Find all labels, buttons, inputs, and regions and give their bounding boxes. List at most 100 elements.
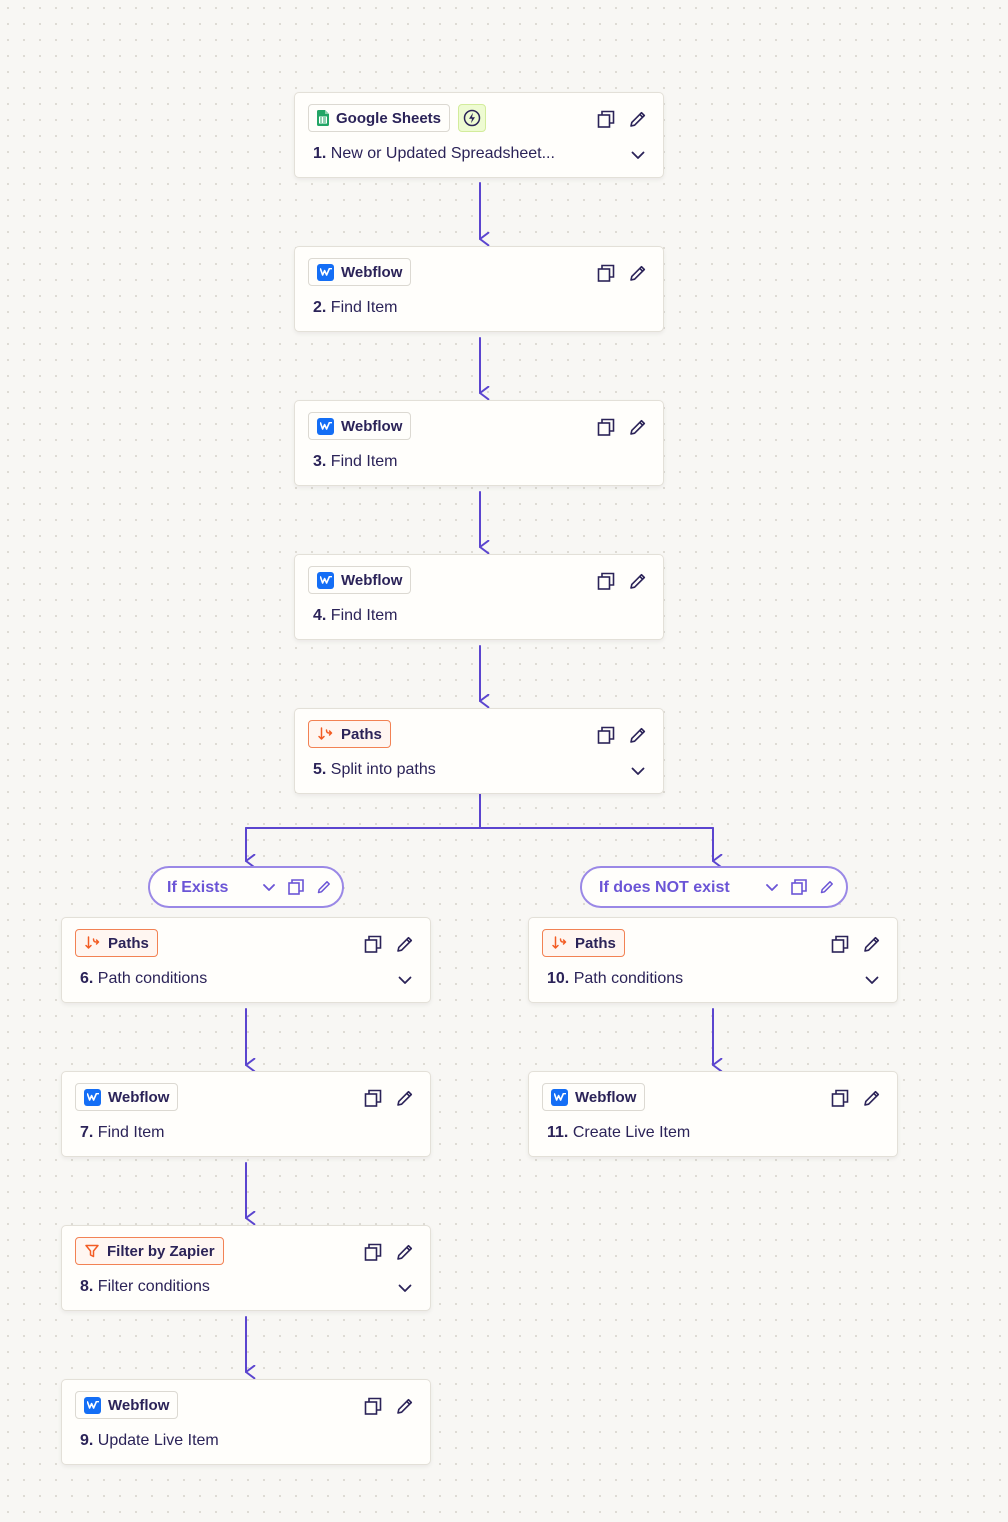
copy-icon[interactable] — [829, 1087, 851, 1109]
copy-icon[interactable] — [287, 878, 305, 896]
copy-icon[interactable] — [595, 262, 617, 284]
step-action: Path conditions — [97, 970, 208, 987]
step-title: 9. Update Live Item — [80, 1432, 219, 1450]
chevron-down-icon[interactable] — [627, 144, 649, 166]
step-action: Find Item — [330, 607, 398, 624]
pencil-icon[interactable] — [627, 262, 649, 284]
pencil-icon[interactable] — [627, 416, 649, 438]
pencil-icon[interactable] — [861, 933, 883, 955]
app-chip[interactable]: Paths — [75, 929, 158, 957]
step-title: 1. New or Updated Spreadsheet... — [313, 145, 555, 163]
app-chip[interactable]: Webflow — [75, 1083, 179, 1111]
copy-icon[interactable] — [829, 933, 851, 955]
branch-if-exists[interactable]: If Exists — [148, 866, 344, 908]
step-number: 8. — [80, 1278, 94, 1295]
app-chip[interactable]: Webflow — [75, 1391, 179, 1419]
pencil-icon[interactable] — [627, 724, 649, 746]
step-action: Filter conditions — [97, 1278, 210, 1295]
pencil-icon[interactable] — [627, 570, 649, 592]
app-name: Webflow — [108, 1088, 170, 1106]
bolt-icon[interactable] — [458, 104, 486, 132]
step-title: 10. Path conditions — [547, 970, 683, 988]
pencil-icon[interactable] — [818, 878, 836, 896]
step-title: 11. Create Live Item — [547, 1124, 690, 1142]
step-card-2[interactable]: Webflow 2. Find Item — [294, 246, 664, 332]
step-number: 3. — [313, 453, 327, 470]
step-number: 9. — [80, 1432, 94, 1449]
app-chip[interactable]: Google Sheets — [308, 104, 451, 132]
step-card-1[interactable]: Google Sheets 1. New or Updated Spreadshe… — [294, 92, 664, 178]
step-card-4[interactable]: Webflow 4. Find Item — [294, 554, 664, 640]
copy-icon[interactable] — [595, 724, 617, 746]
app-name: Webflow — [575, 1088, 637, 1106]
app-name: Google Sheets — [336, 109, 442, 127]
chevron-down-icon[interactable] — [861, 969, 883, 991]
paths-icon — [551, 935, 568, 951]
copy-icon[interactable] — [362, 1087, 384, 1109]
copy-icon[interactable] — [362, 1241, 384, 1263]
step-card-9[interactable]: Webflow 9. Update Live Item — [61, 1379, 431, 1465]
app-chip[interactable]: Filter by Zapier — [75, 1237, 224, 1265]
branch-if-not-exist[interactable]: If does NOT exist — [580, 866, 848, 908]
pencil-icon[interactable] — [394, 1395, 416, 1417]
webflow-icon — [317, 417, 334, 435]
webflow-icon — [551, 1088, 568, 1106]
copy-icon[interactable] — [362, 1395, 384, 1417]
step-number: 6. — [80, 970, 94, 987]
step-number: 7. — [80, 1124, 94, 1141]
pencil-icon[interactable] — [394, 1241, 416, 1263]
chevron-down-icon[interactable] — [627, 760, 649, 782]
chevron-down-icon[interactable] — [394, 1277, 416, 1299]
step-card-6[interactable]: Paths 6. Path conditions — [61, 917, 431, 1003]
step-card-5[interactable]: Paths 5. Split into paths — [294, 708, 664, 794]
step-action: Split into paths — [330, 761, 436, 778]
app-chip[interactable]: Webflow — [308, 412, 412, 440]
copy-icon[interactable] — [595, 416, 617, 438]
chevron-down-icon[interactable] — [260, 878, 278, 896]
app-chip[interactable]: Paths — [308, 720, 391, 748]
step-action: Find Item — [97, 1124, 165, 1141]
app-name: Paths — [341, 725, 382, 743]
step-action: Create Live Item — [572, 1124, 691, 1141]
step-action: Find Item — [330, 299, 398, 316]
step-title: 7. Find Item — [80, 1124, 164, 1142]
copy-icon[interactable] — [790, 878, 808, 896]
step-title: 4. Find Item — [313, 607, 397, 625]
app-chip[interactable]: Webflow — [542, 1083, 646, 1111]
filter-icon — [84, 1243, 100, 1259]
webflow-icon — [84, 1088, 101, 1106]
pencil-icon[interactable] — [861, 1087, 883, 1109]
app-chip[interactable]: Webflow — [308, 258, 412, 286]
app-chip[interactable]: Webflow — [308, 566, 412, 594]
step-number: 2. — [313, 299, 327, 316]
paths-icon — [84, 935, 101, 951]
webflow-icon — [84, 1396, 101, 1414]
copy-icon[interactable] — [595, 570, 617, 592]
copy-icon[interactable] — [595, 108, 617, 130]
step-number: 1. — [313, 145, 327, 162]
step-card-11[interactable]: Webflow 11. Create Live Item — [528, 1071, 898, 1157]
app-name: Paths — [108, 934, 149, 952]
chevron-down-icon[interactable] — [394, 969, 416, 991]
app-name: Webflow — [108, 1396, 170, 1414]
step-card-3[interactable]: Webflow 3. Find Item — [294, 400, 664, 486]
pencil-icon[interactable] — [627, 108, 649, 130]
copy-icon[interactable] — [362, 933, 384, 955]
step-number: 5. — [313, 761, 327, 778]
step-action: Path conditions — [573, 970, 684, 987]
step-title: 6. Path conditions — [80, 970, 207, 988]
chevron-down-icon[interactable] — [763, 878, 781, 896]
branch-label: If does NOT exist — [599, 879, 730, 896]
app-name: Webflow — [341, 263, 403, 281]
step-action: Update Live Item — [97, 1432, 219, 1449]
step-title: 3. Find Item — [313, 453, 397, 471]
pencil-icon[interactable] — [315, 878, 333, 896]
step-card-7[interactable]: Webflow 7. Find Item — [61, 1071, 431, 1157]
step-card-8[interactable]: Filter by Zapier 8. Filter conditions — [61, 1225, 431, 1311]
step-card-10[interactable]: Paths 10. Path conditions — [528, 917, 898, 1003]
pencil-icon[interactable] — [394, 1087, 416, 1109]
step-action: Find Item — [330, 453, 398, 470]
app-chip[interactable]: Paths — [542, 929, 625, 957]
pencil-icon[interactable] — [394, 933, 416, 955]
